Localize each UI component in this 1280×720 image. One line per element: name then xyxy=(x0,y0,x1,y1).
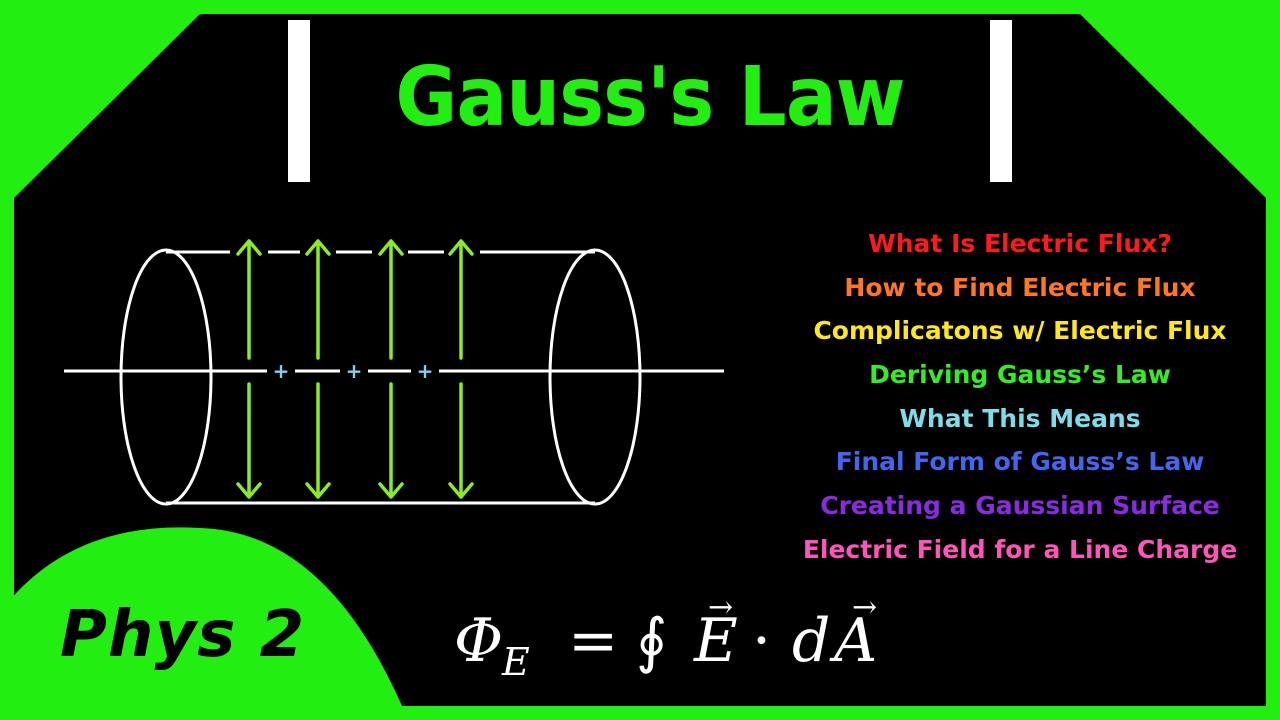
formula-field-arrow: → xyxy=(708,590,734,625)
gauss-law-formula: Φ E = ∮ E → · d A → xyxy=(450,590,910,698)
topic-item: Complicatons w/ Electric Flux xyxy=(813,316,1227,346)
charge-gap xyxy=(340,362,368,380)
topic-item: What This Means xyxy=(899,403,1141,433)
topic-item: Electric Field for a Line Charge xyxy=(802,534,1238,564)
charge-gap xyxy=(267,362,295,380)
title-bar-left xyxy=(288,20,310,182)
formula-dot: · xyxy=(752,606,772,676)
field-arrow-down xyxy=(448,382,474,499)
formula-phi: Φ xyxy=(454,606,504,676)
field-arrow-down xyxy=(305,382,331,499)
topic-item: Final Form of Gauss’s Law xyxy=(835,447,1205,477)
field-arrows xyxy=(236,239,474,499)
formula-area: A xyxy=(834,606,878,676)
topic-item: How to Find Electric Flux xyxy=(844,272,1196,302)
charge-gap xyxy=(411,362,439,380)
topic-item: Creating a Gaussian Surface xyxy=(820,491,1220,521)
field-arrow-up xyxy=(236,239,262,360)
formula-equals: = xyxy=(568,606,619,676)
formula-integral: ∮ xyxy=(636,606,668,676)
formula-subscript: E xyxy=(502,640,530,684)
topic-list: What Is Electric Flux? How to Find Electr… xyxy=(770,224,1270,574)
line-charge-gaps: + + + xyxy=(267,359,439,383)
corner-badge-shape xyxy=(0,527,408,720)
positive-charge: + xyxy=(417,359,434,383)
formula-area-arrow: → xyxy=(852,590,878,625)
topic-item: Deriving Gauss’s Law xyxy=(869,360,1171,390)
topic-item: What Is Electric Flux? xyxy=(868,229,1172,258)
course-badge: Phys 2 xyxy=(60,598,306,672)
gaussian-cylinder-diagram xyxy=(64,248,724,506)
field-arrow-down xyxy=(378,382,404,499)
field-arrow-up xyxy=(448,239,474,360)
field-arrow-up xyxy=(378,239,404,360)
video-title: Gauss's Law xyxy=(395,50,905,145)
field-arrow-down xyxy=(236,382,262,499)
positive-charge: + xyxy=(346,359,363,383)
formula-d: d xyxy=(792,606,831,676)
formula-field: E xyxy=(694,606,738,676)
field-arrow-up xyxy=(305,239,331,360)
positive-charge: + xyxy=(273,359,290,383)
title-bar-right xyxy=(990,20,1012,182)
